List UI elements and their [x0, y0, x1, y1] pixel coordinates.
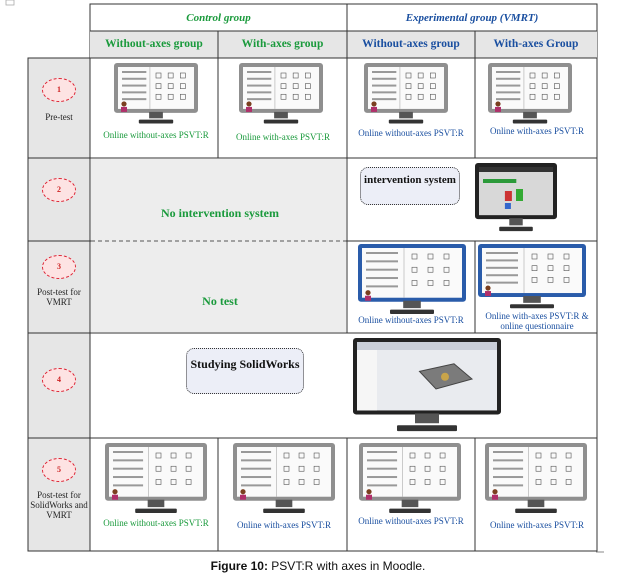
- step-1-badge: 1: [42, 78, 76, 102]
- figure-caption-text: PSVT:R with axes in Moodle.: [267, 559, 426, 573]
- monitor-solidworks: [352, 337, 502, 435]
- row5-c3-caption: Online without-axes PSVT:R: [358, 516, 464, 526]
- step-2-badge: 2: [42, 178, 76, 202]
- control-group-header: Control group: [186, 12, 251, 24]
- monitor-row5-c2: [232, 442, 336, 516]
- studying-solidworks-bubble: Studying SolidWorks: [186, 348, 304, 394]
- row5-c1-caption: Online without-axes PSVT:R: [103, 518, 209, 528]
- monitor-row5-c3: [358, 442, 462, 516]
- row1-c2-caption: Online with-axes PSVT:R: [235, 132, 331, 142]
- row3-c4-caption: Online with-axes PSVT:R & online questio…: [485, 311, 589, 331]
- step-3-badge: 3: [42, 255, 76, 279]
- monitor-row1-c4: [487, 62, 573, 126]
- step-5-badge: 5: [42, 458, 76, 482]
- row1-c4-caption: Online with-axes PSVT:R: [489, 126, 585, 136]
- row5-c4-caption: Online with-axes PSVT:R: [489, 520, 585, 530]
- row1-c1-caption: Online without-axes PSVT:R: [103, 130, 209, 140]
- row1-c3-caption: Online without-axes PSVT:R: [358, 128, 464, 138]
- monitor-row5-c1: [104, 442, 208, 516]
- control-with-axes-header: With-axes group: [241, 38, 324, 50]
- step-5-label: Post-test for SolidWorks and VMRT: [30, 490, 88, 520]
- monitor-row3-c4: [477, 243, 587, 311]
- monitor-row3-c3: [357, 243, 467, 317]
- monitor-row1-c1: [113, 62, 199, 126]
- no-intervention-text: No intervention system: [161, 206, 279, 220]
- experimental-group-header: Experimental group (VMRT): [405, 12, 539, 24]
- figure-caption: Figure 10: PSVT:R with axes in Moodle.: [0, 559, 636, 573]
- exp-without-axes-header: Without-axes group: [362, 38, 460, 50]
- step-4-badge: 4: [42, 368, 76, 392]
- step-1-label: Pre-test: [45, 112, 73, 122]
- figure-caption-label: Figure 10:: [210, 559, 268, 573]
- no-test-text: No test: [202, 294, 238, 308]
- row5-c2-caption: Online with-axes PSVT:R: [236, 520, 332, 530]
- control-without-axes-header: Without-axes group: [105, 38, 203, 50]
- intervention-bubble: intervention system: [360, 167, 460, 205]
- step-3-label: Post-test for VMRT: [37, 287, 81, 307]
- monitor-row5-c4: [484, 442, 588, 516]
- row3-c3-caption: Online without-axes PSVT:R: [358, 315, 464, 325]
- monitor-row1-c2: [238, 62, 324, 126]
- monitor-intervention-system: [474, 162, 558, 234]
- monitor-row1-c3: [363, 62, 449, 126]
- exp-with-axes-header: With-axes Group: [493, 38, 579, 50]
